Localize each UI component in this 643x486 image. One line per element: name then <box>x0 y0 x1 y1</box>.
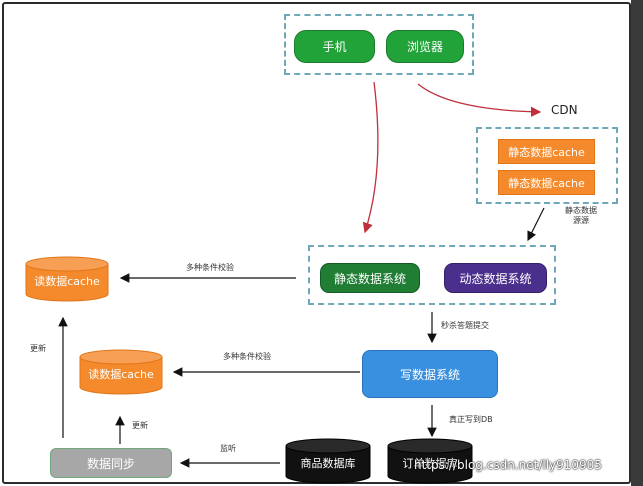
product-db-label[interactable]: 商品数据库 <box>300 457 356 470</box>
arrow-cdn-to-dynamic <box>527 207 545 242</box>
order-db-label[interactable]: 订单数据库 <box>402 457 458 470</box>
read-cache-mid-label[interactable]: 读数据cache <box>88 368 154 381</box>
static-cache-1[interactable]: 静态数据cache <box>498 139 595 164</box>
scrollbar[interactable] <box>631 0 643 486</box>
multi-check-top-label: 多种条件校验 <box>186 263 234 272</box>
read-cache-top-cylinder <box>25 256 109 302</box>
browser-node[interactable]: 浏览器 <box>386 30 464 63</box>
arrow-browser-to-cdn <box>417 83 542 117</box>
static-data-source-label: 静态数据 源源 <box>565 206 597 225</box>
diagram-canvas <box>2 2 631 484</box>
seckill-submit-label: 秒杀答题提交 <box>441 321 489 330</box>
cdn-label: CDN <box>551 103 578 117</box>
data-sync-node[interactable]: 数据同步 <box>50 448 172 478</box>
client-group <box>284 14 474 75</box>
update-left-label: 更新 <box>30 344 46 353</box>
read-cache-top-label[interactable]: 读数据cache <box>34 275 100 288</box>
watermark: https://blog.csdn.net/lly910905 <box>414 458 602 472</box>
dynamic-system-node[interactable]: 动态数据系统 <box>444 263 547 293</box>
write-db-label: 真正写到DB <box>449 415 493 424</box>
cdn-group <box>476 127 618 204</box>
static-system-node[interactable]: 静态数据系统 <box>320 263 420 293</box>
arrow-client-to-static <box>362 81 379 234</box>
order-db-cylinder <box>387 438 473 484</box>
update-mid-label: 更新 <box>132 421 148 430</box>
multi-check-mid-label: 多种条件校验 <box>223 352 271 361</box>
read-cache-mid-cylinder <box>79 349 163 395</box>
static-cache-2[interactable]: 静态数据cache <box>498 170 595 195</box>
write-system-node[interactable]: 写数据系统 <box>362 350 498 398</box>
phone-node[interactable]: 手机 <box>294 30 375 63</box>
system-group <box>308 245 556 305</box>
product-db-cylinder <box>285 438 371 484</box>
listen-label: 监听 <box>220 444 236 453</box>
